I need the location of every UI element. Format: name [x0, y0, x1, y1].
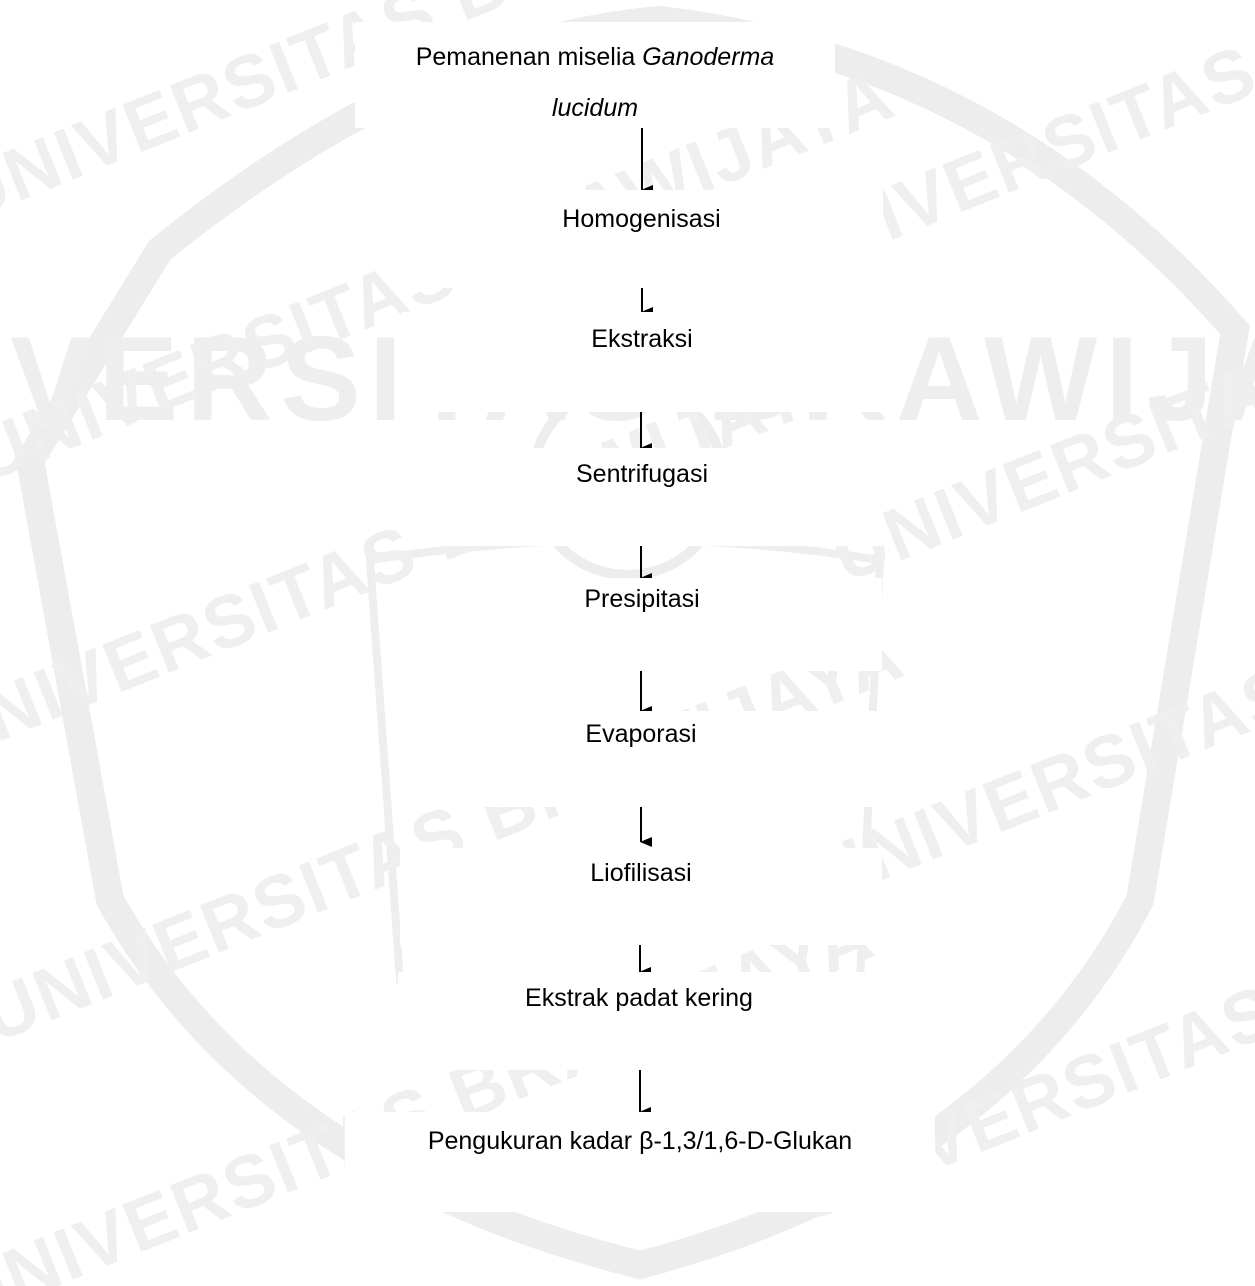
step-pemanenan-italic: Ganoderma	[642, 43, 775, 71]
step-pengukuran: Pengukuran kadar β-1,3/1,6-D-Glukan	[345, 1112, 935, 1212]
step-sentrifugasi-label: Sentrifugasi	[575, 460, 709, 488]
step-pengukuran-label: Pengukuran kadar β-1,3/1,6-D-Glukan	[427, 1127, 853, 1155]
step-evaporasi: Evaporasi	[400, 711, 882, 807]
step-evaporasi-label: Evaporasi	[585, 720, 697, 748]
step-pemanenan-line1: Pemanenan miselia Ganoderma	[355, 42, 835, 72]
step-presipitasi-label: Presipitasi	[584, 585, 700, 613]
step-presipitasi: Presipitasi	[402, 578, 882, 671]
step-sentrifugasi: Sentrifugasi	[402, 448, 882, 546]
step-homogenisasi-label: Homogenisasi	[562, 205, 721, 233]
step-pemanenan-line2: lucidum	[355, 93, 835, 123]
step-liofilisasi: Liofilisasi	[400, 848, 882, 945]
step-ekstraksi: Ekstraksi	[402, 312, 882, 412]
step-ekstraksi-label: Ekstraksi	[591, 325, 693, 353]
step-liofilisasi-label: Liofilisasi	[590, 859, 692, 887]
step-ekstrak-padat-kering-label: Ekstrak padat kering	[525, 984, 753, 1012]
step-ekstrak-padat-kering: Ekstrak padat kering	[398, 972, 880, 1070]
step-pemanenan: Pemanenan miselia Ganoderma lucidum	[355, 22, 835, 128]
step-pemanenan-italic-2: lucidum	[551, 94, 639, 122]
step-homogenisasi: Homogenisasi	[400, 190, 883, 288]
step-pemanenan-text: Pemanenan miselia	[415, 43, 643, 71]
